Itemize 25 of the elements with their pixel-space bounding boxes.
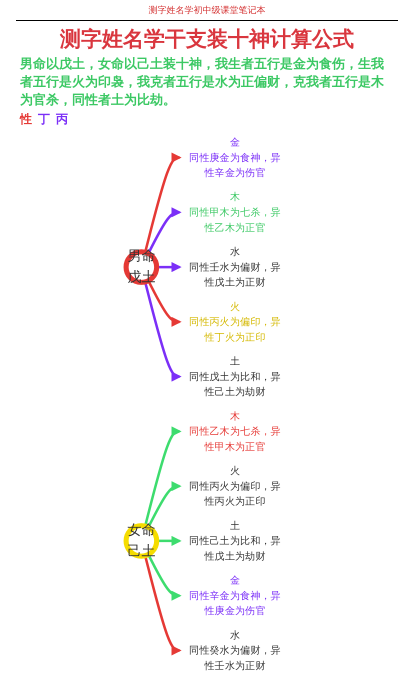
arrow <box>147 280 182 327</box>
arrow <box>156 536 182 546</box>
node-text: 火 同性丙火为偏印，异性丙火为正印 <box>189 464 281 508</box>
title: 测字姓名学干支装十神计算公式 <box>58 26 355 53</box>
node-text: 土 同性戊土为比和，异性己土为劫财 <box>189 354 281 398</box>
arrow <box>156 262 182 272</box>
node-text: 火 同性丙火为偏印，异性丁火为正印 <box>189 300 281 343</box>
correction-character: 丙 <box>56 111 68 127</box>
node-text: 金 同性庚金为食神，异性辛金为伤官 <box>189 136 281 179</box>
node-text: 水 同性癸水为偏财，异性壬水为正财 <box>189 628 281 672</box>
arrow <box>147 481 182 528</box>
intro-paragraph: 男命以戊土，女命以己土装十神，我生者五行是金为食伤，生我者五行是火为印袅，我克者五行是水为正偏财，克我者五行是木为官杀，同性者土为比劫。 <box>20 56 385 109</box>
node-text: 土 同性己土为比和，异性戊土为劫财 <box>189 519 281 562</box>
correction-character: 丁 <box>38 111 50 127</box>
correction-character: 性 <box>20 111 32 127</box>
page-header: 测字姓名学初中级课堂笔记本 <box>16 0 398 21</box>
node-text: 木 同性甲木为七杀，异性乙木为正官 <box>189 190 281 234</box>
arrow <box>147 554 182 601</box>
arrow <box>144 282 182 382</box>
node-text: 金 同性辛金为食神，异性庚金为伤官 <box>189 574 281 617</box>
node-text: 水 同性壬水为偏财，异性戊土为正财 <box>189 245 281 288</box>
arrow <box>144 555 182 656</box>
arrow <box>147 207 182 254</box>
arrow <box>144 426 182 526</box>
node-text: 木 同性乙木为七杀，异性甲木为正官 <box>189 410 281 452</box>
